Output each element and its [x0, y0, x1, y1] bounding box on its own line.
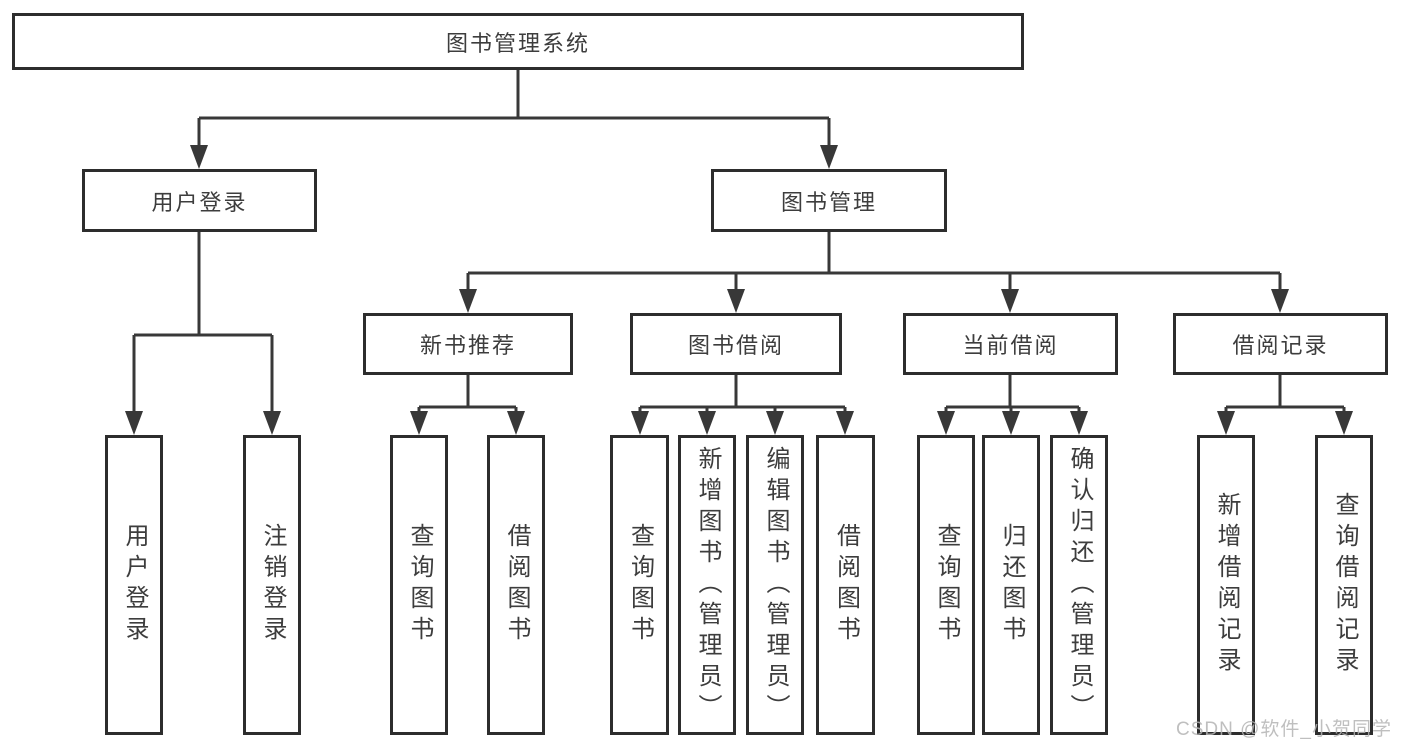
- leaf-recommend-borrow-books: 借阅图书: [487, 435, 545, 735]
- leaf-current-return-books: 归还图书: [982, 435, 1040, 735]
- node-book-management: 图书管理: [711, 169, 947, 232]
- leaf-logout: 注销登录: [243, 435, 301, 735]
- leaf-borrow-query-books: 查询图书: [610, 435, 669, 735]
- leaf-borrow-add-books-admin: 新增图书（管理员）: [678, 435, 736, 735]
- node-borrow-records: 借阅记录: [1173, 313, 1388, 375]
- node-new-book-recommend: 新书推荐: [363, 313, 573, 375]
- leaf-user-login: 用户登录: [105, 435, 163, 735]
- leaf-records-query-record: 查询借阅记录: [1315, 435, 1373, 735]
- node-user-login: 用户登录: [82, 169, 317, 232]
- node-book-borrow: 图书借阅: [630, 313, 842, 375]
- leaf-recommend-query-books: 查询图书: [390, 435, 448, 735]
- csdn-watermark: CSDN @软件_小贺同学: [1176, 719, 1392, 740]
- leaf-current-confirm-return-admin: 确认归还（管理员）: [1050, 435, 1108, 735]
- leaf-records-add-record: 新增借阅记录: [1197, 435, 1255, 735]
- node-current-borrow: 当前借阅: [903, 313, 1118, 375]
- leaf-borrow-edit-books-admin: 编辑图书（管理员）: [746, 435, 804, 735]
- node-library-system: 图书管理系统: [12, 13, 1024, 70]
- leaf-borrow-borrow-books: 借阅图书: [816, 435, 875, 735]
- leaf-current-query-books: 查询图书: [917, 435, 975, 735]
